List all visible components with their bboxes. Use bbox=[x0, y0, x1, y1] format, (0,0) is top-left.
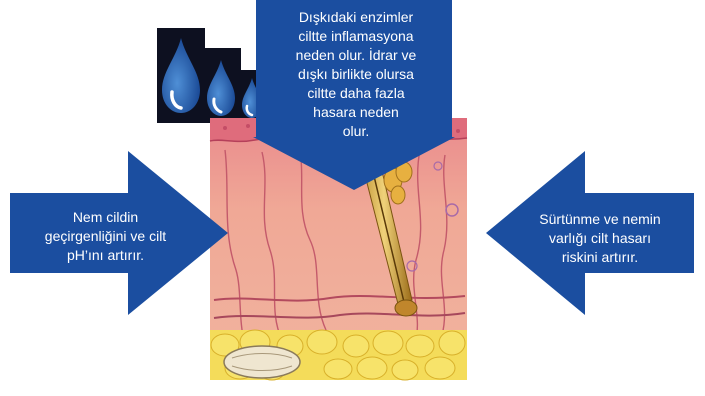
callout-line: pH’ını artırır. bbox=[18, 246, 193, 265]
callout-top-text: Dışkıdaki enzimler ciltte inflamasyona n… bbox=[266, 8, 446, 141]
callout-line: dışkı birlikte olursa bbox=[266, 65, 446, 84]
callout-line: riskini artırır. bbox=[520, 248, 680, 267]
callout-line: ciltte inflamasyona bbox=[266, 27, 446, 46]
callout-line: geçirgenliğini ve cilt bbox=[18, 227, 193, 246]
callout-line: Nem cildin bbox=[18, 208, 193, 227]
callout-line: olur. bbox=[266, 122, 446, 141]
nerve-bundle bbox=[224, 346, 300, 378]
callout-line: hasara neden bbox=[266, 103, 446, 122]
callout-left-text: Nem cildin geçirgenliğini ve cilt pH’ını… bbox=[18, 208, 193, 265]
water-drops-icon bbox=[157, 28, 264, 123]
callout-line: Dışkıdaki enzimler bbox=[266, 8, 446, 27]
callout-right-text: Sürtünme ve nemin varlığı cilt hasarı ri… bbox=[520, 210, 680, 267]
callout-line: neden olur. İdrar ve bbox=[266, 46, 446, 65]
callout-line: varlığı cilt hasarı bbox=[520, 229, 680, 248]
callout-line: Sürtünme ve nemin bbox=[520, 210, 680, 229]
callout-line: ciltte daha fazla bbox=[266, 84, 446, 103]
